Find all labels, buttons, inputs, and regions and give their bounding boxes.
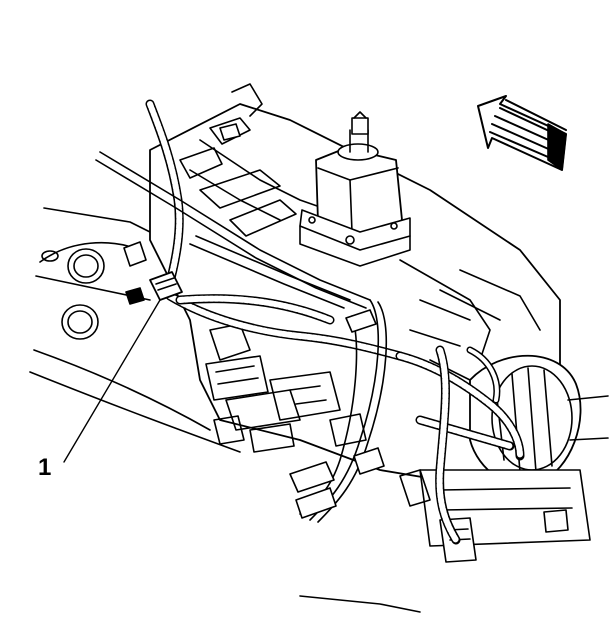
body-floor-panel — [30, 208, 420, 612]
front-direction-arrow — [478, 96, 566, 170]
callout-1-label: 1 — [38, 454, 52, 481]
floor-plug-holes — [42, 249, 104, 339]
shift-motor — [300, 112, 410, 266]
crossmember — [400, 470, 590, 562]
harness-connector — [126, 272, 182, 304]
callout-1-leader — [64, 300, 160, 462]
wiring-harness — [150, 104, 520, 540]
harness-clips — [124, 124, 384, 518]
